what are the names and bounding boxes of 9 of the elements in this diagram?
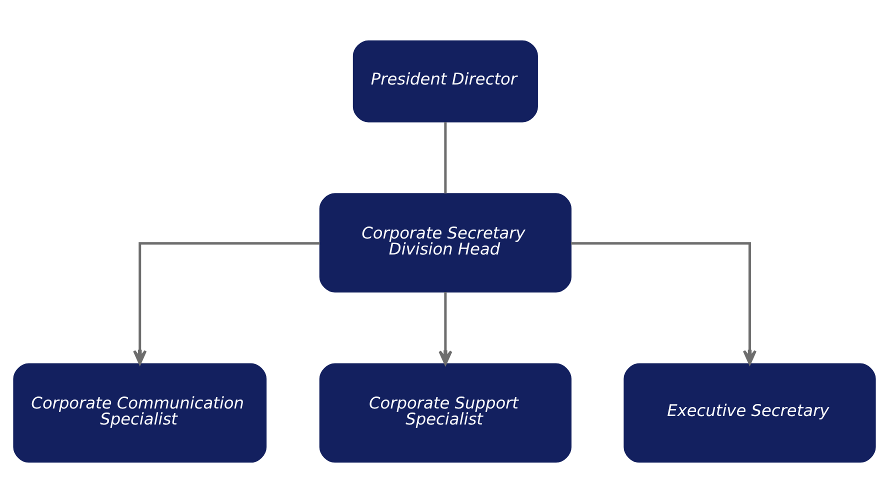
node-box: Corporate Communication Specialist <box>13 362 267 462</box>
arrow <box>570 242 757 364</box>
arrow <box>133 242 320 364</box>
node-box: Corporate Secretary Division Head <box>319 192 572 292</box>
node-box: Executive Secretary <box>624 362 876 462</box>
node-box: President Director <box>352 40 538 122</box>
connector <box>444 122 447 193</box>
node-box: Corporate Support Specialist <box>319 362 572 462</box>
arrow <box>438 292 452 365</box>
